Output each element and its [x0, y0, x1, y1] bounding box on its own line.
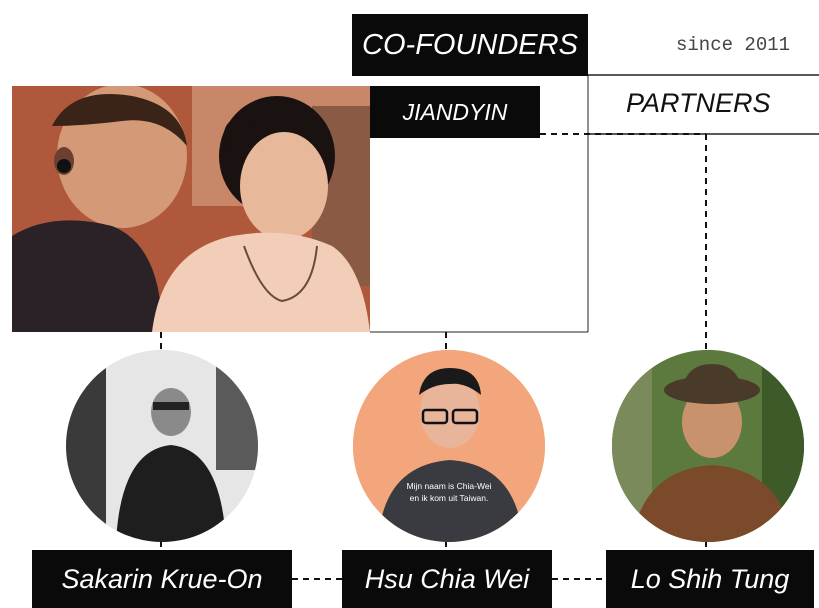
name-text-lo: Lo Shih Tung	[630, 563, 790, 594]
jiandyin-label: JIANDYIN	[370, 86, 540, 138]
portrait-sakarin	[66, 350, 258, 542]
portrait-hsu: Mijn naam is Chia-Wei en ik kom uit Taiw…	[353, 350, 545, 542]
name-text-sakarin: Sakarin Krue-On	[61, 563, 263, 594]
name-text-hsu: Hsu Chia Wei	[364, 563, 530, 594]
cofounders-text: CO-FOUNDERS	[362, 28, 578, 61]
name-label-hsu: Hsu Chia Wei	[342, 550, 552, 608]
cofounders-photo	[12, 86, 370, 332]
subtitle-line-2: en ik kom uit Taiwan.	[409, 493, 489, 503]
jiandyin-text: JIANDYIN	[402, 98, 508, 125]
name-label-lo: Lo Shih Tung	[606, 550, 814, 608]
subtitle-line-1: Mijn naam is Chia-Wei	[406, 481, 492, 491]
partners-label: PARTNERS	[626, 88, 771, 118]
portrait-lo	[612, 350, 804, 542]
name-label-sakarin: Sakarin Krue-On	[32, 550, 292, 608]
cofounders-label: CO-FOUNDERS	[352, 14, 588, 76]
since-label: since 2011	[676, 34, 791, 56]
